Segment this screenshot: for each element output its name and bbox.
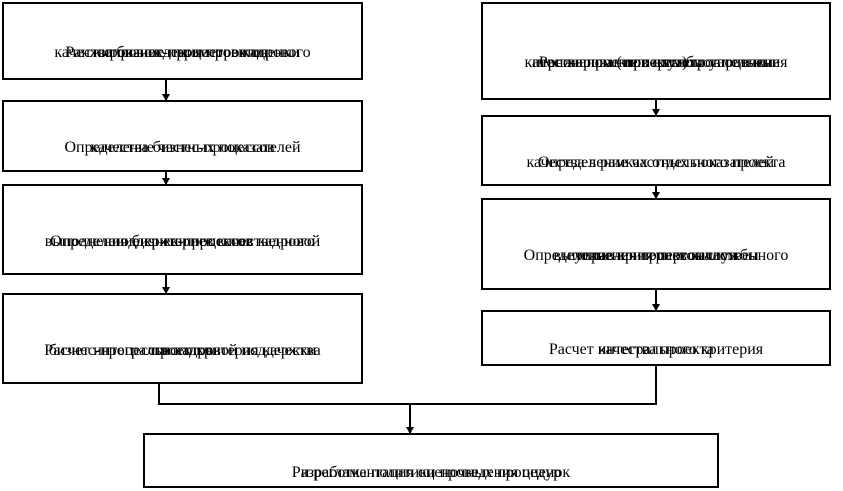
text-line: Расчет интегрального критерия <box>548 341 764 358</box>
text-line: проекты) <box>624 54 688 71</box>
text-line: Определение частных показателей <box>537 153 775 171</box>
right-step-4: Расчет интегрального критерия качества п… <box>481 310 831 366</box>
text-line: выполнения бизнес-процессов кадровой <box>44 232 321 250</box>
left-step-2: Определение частных показателей качества… <box>2 100 363 172</box>
right-step-3: Определение критериев качественного выпо… <box>481 198 831 290</box>
text-line: управления персоналом <box>574 247 738 264</box>
right-step-1: Ранжирование параметров оценки качества … <box>481 2 831 100</box>
text-line: бизнес-процессов кадровой поддержки <box>48 341 317 359</box>
text-line: Ранжирование параметров оценки <box>65 44 300 61</box>
right-step-2: Определение частных показателей качества… <box>481 115 831 186</box>
text-line: Определение частных показателей <box>64 139 301 156</box>
text-line: Определение критериев качественного <box>523 247 789 264</box>
text-line: качества проекта <box>598 341 714 358</box>
text-line: качества в рамках отдельного проекта <box>526 153 786 171</box>
text-line: качества бизнес-процессов кадрового <box>54 44 311 61</box>
left-step-3: Определение критериев качественного выпо… <box>2 184 363 275</box>
text-line: Ранжирование параметров оценки <box>538 54 774 71</box>
text-line: Разработка политики проведения оценок <box>291 463 571 481</box>
text-line: качества проектов службы управления <box>524 54 788 71</box>
text-line: и регламентация оценочных процедур <box>300 463 562 481</box>
text-line: сопровождения проектов <box>96 44 269 61</box>
text-line: Определение критериев качественного <box>50 232 315 250</box>
final-step: Разработка политики проведения оценок и … <box>143 433 719 488</box>
text-line: проектов <box>151 341 214 359</box>
text-line: качества бизнес-процессов <box>90 139 275 156</box>
text-line: Расчет интегрального критерия качества <box>44 341 321 359</box>
text-line: персоналом (тип – вспомогательные <box>532 54 780 71</box>
left-step-4: Расчет интегрального критерия качества б… <box>2 293 363 384</box>
text-line: выполнения проектов службы <box>553 247 759 264</box>
left-step-1: Ранжирование параметров оценки качества … <box>2 2 363 80</box>
text-line: поддержки проектов <box>112 232 253 250</box>
